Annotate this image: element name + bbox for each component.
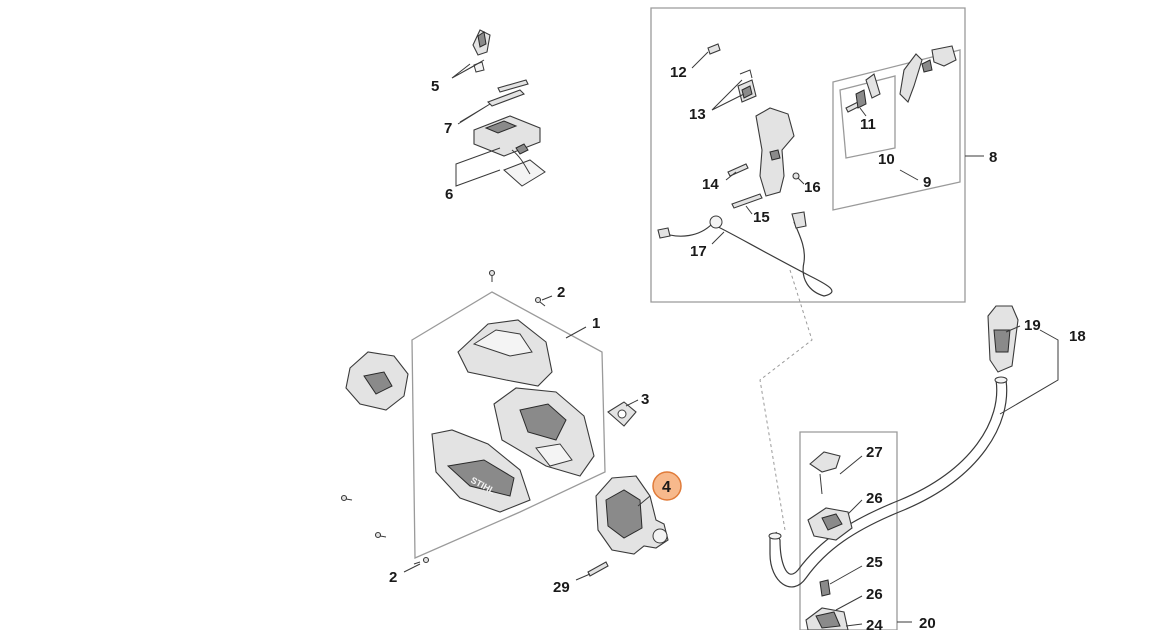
handle-group-frame-8 — [650, 7, 966, 303]
motor-housing-part-4 — [595, 475, 669, 555]
callout-label-7[interactable]: 7 — [444, 120, 452, 137]
contact-strip-part-7 — [487, 79, 529, 107]
trigger-group-frame-10 — [839, 75, 896, 159]
callout-label-24[interactable]: 24 — [866, 617, 883, 630]
switch-part-5 — [472, 29, 491, 73]
callout-label-13[interactable]: 13 — [689, 106, 706, 123]
gasket-part-3 — [607, 401, 637, 427]
clamp-bottom-part-24 — [805, 607, 849, 630]
clamp-top-part-26 — [807, 507, 853, 541]
callout-label-26-top[interactable]: 26 — [866, 490, 883, 507]
callout-label-1[interactable]: 1 — [592, 315, 600, 332]
callout-label-8[interactable]: 8 — [989, 149, 997, 166]
spring-part-25 — [819, 579, 831, 597]
callout-label-14[interactable]: 14 — [702, 176, 719, 193]
screw-part-14 — [727, 163, 749, 177]
alignment-dashed-line — [759, 269, 813, 531]
callout-label-3[interactable]: 3 — [641, 391, 649, 408]
screw-part-29 — [587, 561, 609, 577]
callout-label-11[interactable]: 11 — [860, 116, 876, 133]
highlighted-callout-badge[interactable] — [652, 471, 682, 501]
loop-handle-tube-18 — [768, 376, 1008, 588]
trigger-parts-11 — [845, 73, 881, 113]
screw-2b — [413, 556, 430, 565]
trigger-group-frame-9 — [832, 49, 961, 211]
callout-label-9[interactable]: 9 — [923, 174, 931, 191]
callout-label-25[interactable]: 25 — [866, 554, 883, 571]
nut-part-16 — [792, 172, 800, 180]
battery-contact-part — [345, 351, 409, 411]
trigger-lever-part-9 — [899, 45, 957, 103]
electronics-module-part-6 — [473, 115, 546, 187]
callout-label-6[interactable]: 6 — [445, 186, 453, 203]
screw-top — [488, 269, 496, 282]
callout-label-4[interactable]: 4 — [662, 479, 671, 496]
housing-shell-left: STIHL — [431, 429, 531, 513]
cable-harness-part-17 — [657, 211, 833, 297]
screw-2a — [534, 296, 546, 307]
handle-clamp-frame-20 — [799, 431, 898, 630]
handle-grip — [755, 107, 795, 197]
grip-part-19 — [987, 305, 1019, 373]
callout-label-10[interactable]: 10 — [878, 151, 895, 168]
callout-label-19[interactable]: 19 — [1024, 317, 1041, 334]
callout-label-2-bottom[interactable]: 2 — [389, 569, 397, 586]
screw-left-2 — [374, 531, 387, 539]
housing-group-frame — [411, 291, 606, 559]
clip-part-13 — [737, 69, 757, 103]
screw-part-15 — [731, 193, 763, 209]
callout-label-15[interactable]: 15 — [753, 209, 770, 226]
callout-label-20[interactable]: 20 — [919, 615, 936, 630]
nut-part-12 — [707, 43, 721, 55]
callout-label-27[interactable]: 27 — [866, 444, 883, 461]
leader-lines — [403, 51, 1059, 627]
callout-label-2-top[interactable]: 2 — [557, 284, 565, 301]
callout-label-16[interactable]: 16 — [804, 179, 821, 196]
callout-label-29[interactable]: 29 — [553, 579, 570, 596]
callout-label-18[interactable]: 18 — [1069, 328, 1086, 345]
housing-shell-right — [493, 387, 595, 477]
screw-left-1 — [340, 494, 353, 502]
callout-label-17[interactable]: 17 — [690, 243, 707, 260]
clamp-lever-part-27 — [809, 451, 841, 495]
callout-label-5[interactable]: 5 — [431, 78, 439, 95]
callout-label-26-bottom[interactable]: 26 — [866, 586, 883, 603]
housing-cover-top — [457, 319, 553, 387]
callout-label-12[interactable]: 12 — [670, 64, 687, 81]
